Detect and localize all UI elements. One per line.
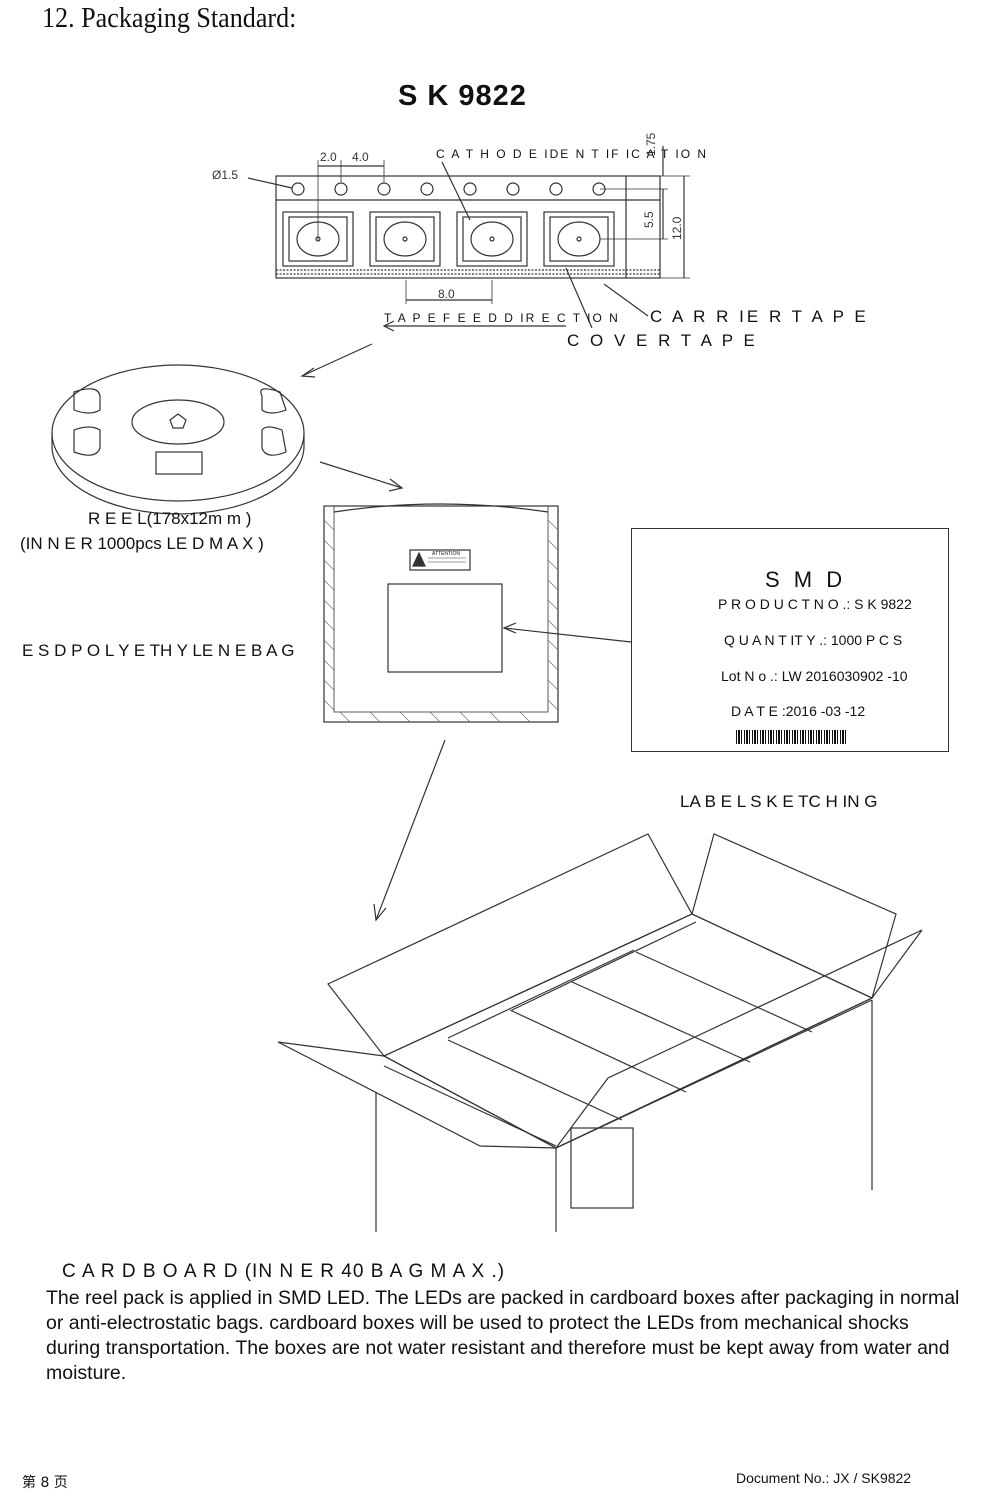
quantity: Q U A N T IT Y .: 1000 P C S xyxy=(724,632,903,648)
product-no: P R O D U C T N O .: S K 9822 xyxy=(718,596,912,612)
esd-bag-drawing xyxy=(323,503,559,723)
cardboard-label: C A R D B O A R D (IN N E R 40 B A G M A… xyxy=(62,1261,506,1282)
carrier-tape-label: C A R R IE R T A P E xyxy=(650,307,869,326)
barcode xyxy=(736,730,846,744)
dim-hole-pitch: 2.0 xyxy=(320,150,337,164)
date: D A T E :2016 -03 -12 xyxy=(731,703,866,719)
carrier-tape-drawing xyxy=(247,146,690,332)
dim-width: 12.0 xyxy=(670,216,684,240)
dim-edge: 1.75 xyxy=(644,132,658,156)
section-title: 12. Packaging Standard: xyxy=(42,2,297,34)
tape-feed-direction-label: T A P E F E E D D IR E C T IO N xyxy=(384,311,620,325)
page-number: 第 8 页 xyxy=(22,1475,68,1491)
cathode-identification-label: C A T H O D E IDE N T IF IC A T IO N xyxy=(436,147,709,161)
esd-bag-label: E S D P O L Y E TH Y LE N E B A G xyxy=(22,641,295,660)
model-title: S K 9822 xyxy=(398,80,527,112)
smd-heading: S M D xyxy=(765,567,847,592)
cover-tape-label: C O V E R T A P E xyxy=(567,331,758,350)
smd-label-sketch: S M D P R O D U C T N O .: S K 9822 Q U … xyxy=(631,528,949,752)
dim-row: 5.5 xyxy=(642,211,656,228)
attention-sticker-text: ATTENTION xyxy=(432,551,460,557)
description-paragraph: The reel pack is applied in SMD LED. The… xyxy=(46,1287,960,1384)
reel-capacity-label: (IN N E R 1000pcs LE D M A X ) xyxy=(20,534,264,553)
cardboard-box-drawing xyxy=(277,833,923,1232)
dim-pitch: 4.0 xyxy=(352,150,369,164)
dim-hole-diameter: Ø1.5 xyxy=(212,168,239,182)
dim-component-pitch: 8.0 xyxy=(438,287,455,301)
label-sketching-caption: LA B E L S K E TC H IN G xyxy=(680,792,878,811)
reel-drawing xyxy=(51,364,305,515)
reel-label: R E E L(178x12m m ) xyxy=(88,509,252,528)
document-number: Document No.: JX / SK9822 xyxy=(736,1470,912,1486)
lot-no: Lot N o .: LW 2016030902 -10 xyxy=(721,668,908,684)
